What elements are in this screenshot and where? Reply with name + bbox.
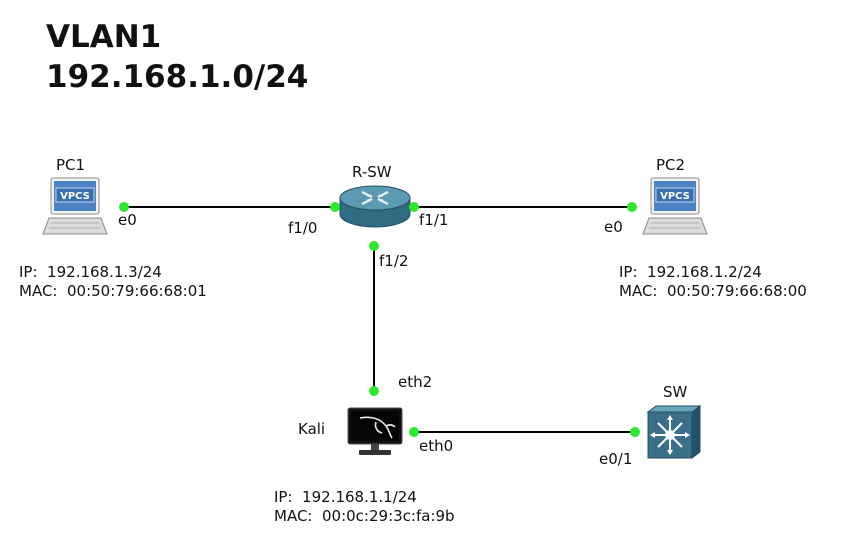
kali-mac: MAC: 00:0c:29:3c:fa:9b — [274, 507, 455, 525]
port-sw-e0-1[interactable] — [630, 427, 640, 437]
pc1-badge: VPCS — [60, 191, 90, 202]
router-icon — [339, 185, 411, 228]
kali-node[interactable] — [346, 406, 404, 458]
port-label-sw-e0-1: e0/1 — [599, 450, 633, 468]
pc1-info: IP: 192.168.1.3/24 MAC: 00:50:79:66:68:0… — [19, 263, 207, 301]
pc2-name: PC2 — [656, 156, 686, 174]
port-router-f1-0[interactable] — [330, 202, 340, 212]
kali-name: Kali — [298, 420, 326, 438]
port-pc2-e0[interactable] — [627, 202, 637, 212]
port-label-pc1-e0: e0 — [118, 211, 137, 229]
router-node[interactable] — [338, 184, 412, 232]
port-kali-eth2[interactable] — [369, 386, 379, 396]
kali-info: IP: 192.168.1.1/24 MAC: 00:0c:29:3c:fa:9… — [274, 488, 455, 526]
port-label-kali-eth0: eth0 — [419, 437, 454, 455]
port-kali-eth0[interactable] — [409, 427, 419, 437]
pc1-ip: IP: 192.168.1.3/24 — [19, 263, 162, 281]
subnet-title: 192.168.1.0/24 — [46, 59, 309, 95]
port-pc1-e0[interactable] — [119, 202, 129, 212]
port-router-f1-1[interactable] — [409, 202, 419, 212]
vpcs-icon: VPCS — [42, 177, 108, 235]
router-name: R-SW — [352, 163, 392, 181]
pc1-node[interactable]: VPCS — [41, 176, 109, 238]
pc2-mac: MAC: 00:50:79:66:68:00 — [619, 282, 807, 300]
port-label-router-f1-2: f1/2 — [379, 252, 409, 270]
pc1-name: PC1 — [56, 156, 86, 174]
port-label-kali-eth2: eth2 — [398, 373, 433, 391]
kali-ip: IP: 192.168.1.1/24 — [274, 488, 417, 506]
vpcs-icon: VPCS — [642, 177, 708, 235]
pc1-mac: MAC: 00:50:79:66:68:01 — [19, 282, 207, 300]
pc2-info: IP: 192.168.1.2/24 MAC: 00:50:79:66:68:0… — [619, 263, 807, 301]
sw-node[interactable] — [646, 404, 702, 462]
kali-monitor-icon — [347, 407, 403, 455]
pc2-ip: IP: 192.168.1.2/24 — [619, 263, 762, 281]
port-label-router-f1-1: f1/1 — [419, 211, 449, 229]
port-router-f1-2[interactable] — [369, 241, 379, 251]
multilayer-switch-icon — [646, 405, 702, 459]
pc2-badge: VPCS — [660, 191, 690, 202]
port-label-pc2-e0: e0 — [604, 218, 623, 236]
port-label-router-f1-0: f1/0 — [288, 219, 318, 237]
vlan-title: VLAN1 — [46, 19, 162, 55]
sw-name: SW — [663, 383, 688, 401]
pc2-node[interactable]: VPCS — [641, 176, 709, 238]
